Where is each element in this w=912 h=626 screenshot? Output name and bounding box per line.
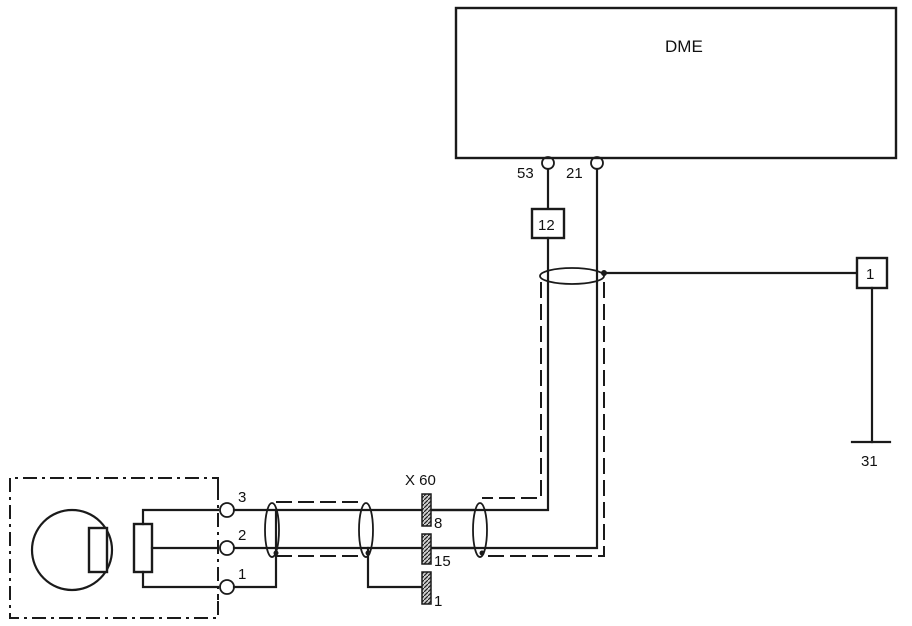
sensor-terminal-2 [219, 540, 235, 556]
resistor-symbol [132, 522, 154, 574]
wire-box12-down [430, 236, 550, 512]
component-box-1 [855, 256, 889, 290]
wire-pin21-down [430, 167, 599, 550]
shield-dashed-outer [482, 282, 605, 557]
wire-shield-bottom [366, 546, 425, 589]
shield-dashed-inner [482, 282, 542, 499]
shield-dot-mid [365, 550, 371, 556]
shield-ellipse-top [539, 267, 605, 285]
shield-dot-right [479, 550, 485, 556]
terminal-3-label: 3 [238, 489, 246, 506]
sensor-terminal-3 [219, 502, 235, 518]
connector-x60-pin-15 [421, 533, 432, 565]
terminal-2-label: 2 [238, 527, 246, 544]
connector-pin-1-label: 1 [434, 593, 442, 610]
sensor-symbol-element [87, 526, 109, 574]
dme-label: DME [665, 37, 703, 56]
resistor-lead-bottom [141, 570, 220, 589]
shield-ellipse-mid [358, 502, 374, 558]
terminal-1-label: 1 [238, 566, 246, 583]
box-12-label: 12 [538, 217, 555, 234]
sensor-symbol-circle [30, 508, 114, 592]
resistor-lead-top [141, 508, 220, 526]
ground-31-label: 31 [861, 453, 878, 470]
connector-pin-15-label: 15 [434, 553, 451, 570]
shield-ellipse-left [264, 502, 280, 558]
pin-21-label: 21 [566, 165, 583, 182]
connector-x60-pin-1 [421, 571, 432, 605]
sensor-housing [9, 477, 219, 619]
sensor-terminal-1 [219, 579, 235, 595]
pin-53-label: 53 [517, 165, 534, 182]
component-box-12 [530, 207, 566, 240]
dme-control-unit [454, 6, 898, 160]
shield-dot-left [273, 550, 279, 556]
connector-x60-label: X 60 [405, 472, 436, 489]
shield-ellipse-right [472, 502, 488, 558]
connector-x60-pin-8 [421, 493, 432, 527]
connector-pin-8-label: 8 [434, 515, 442, 532]
wire-terminal1 [232, 508, 278, 589]
box-1-label: 1 [866, 266, 874, 283]
